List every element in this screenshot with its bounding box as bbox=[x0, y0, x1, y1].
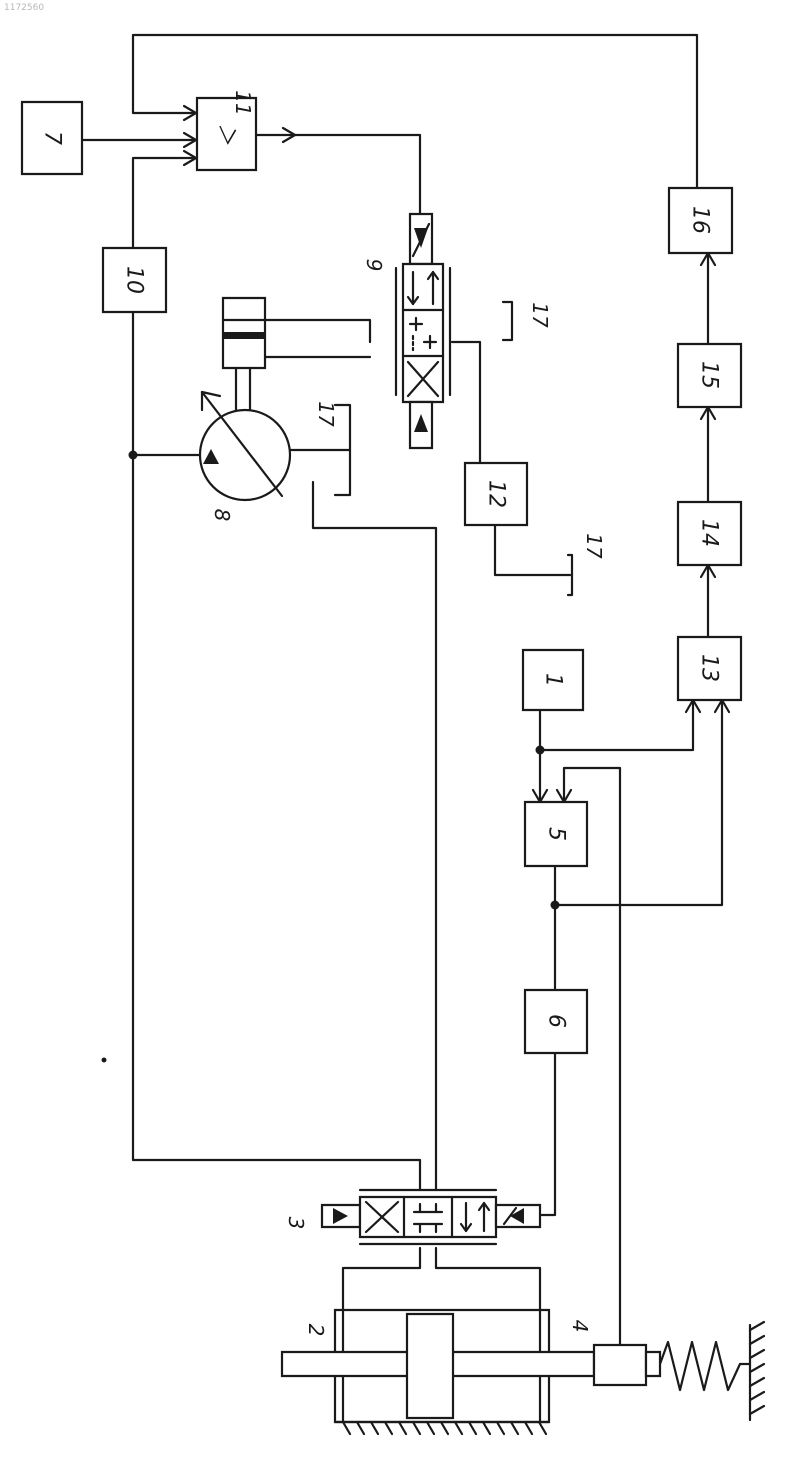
block-6-label: 6 bbox=[544, 1014, 569, 1028]
line-pump-to-3 bbox=[313, 482, 436, 1190]
line-9-to-12 bbox=[452, 342, 480, 463]
cylinder-2 bbox=[282, 1310, 764, 1434]
junction-pump bbox=[129, 451, 138, 460]
watermark: 1172560 bbox=[4, 3, 44, 13]
junction-1 bbox=[536, 746, 545, 755]
cylinder-ground-hatch bbox=[343, 1422, 546, 1434]
sensor-4 bbox=[594, 1345, 646, 1385]
label-3: 3 bbox=[284, 1217, 308, 1230]
junction-5 bbox=[551, 901, 560, 910]
label-17-block12: 17 bbox=[582, 533, 606, 559]
label-11: 11 bbox=[231, 90, 255, 115]
speck bbox=[102, 1058, 107, 1063]
valve-9 bbox=[396, 214, 450, 448]
block-15-label: 15 bbox=[697, 361, 722, 389]
block-1-label: 1 bbox=[541, 673, 566, 687]
connection-lines bbox=[82, 35, 722, 1345]
blocks bbox=[22, 98, 741, 1053]
block-14-label: 14 bbox=[697, 519, 722, 547]
block-12-label: 12 bbox=[484, 480, 509, 508]
wall-hatch bbox=[750, 1322, 764, 1414]
comparator-11-symbol: ＞ bbox=[214, 123, 239, 145]
block-10-label: 10 bbox=[122, 266, 147, 294]
pump-8 bbox=[200, 298, 290, 500]
pump-servo-piston bbox=[223, 332, 265, 339]
block-16-label: 16 bbox=[688, 206, 713, 234]
valve-3 bbox=[322, 1190, 540, 1244]
label-8: 8 bbox=[210, 509, 234, 522]
label-17-pump: 17 bbox=[314, 401, 338, 427]
line-3-to-cyl-a bbox=[343, 1248, 420, 1310]
valve-9-body bbox=[403, 264, 443, 402]
label-17-valve9: 17 bbox=[528, 302, 552, 328]
line-servo-top-to-9 bbox=[265, 320, 370, 342]
block-5-label: 5 bbox=[544, 827, 569, 841]
label-2: 2 bbox=[304, 1324, 328, 1337]
label-4: 4 bbox=[568, 1320, 592, 1333]
cylinder-piston bbox=[407, 1314, 453, 1418]
block-13-label: 13 bbox=[697, 654, 722, 682]
block-7-label: 7 bbox=[40, 131, 65, 145]
line-11-to-9 bbox=[256, 135, 420, 214]
sensor-4-end bbox=[646, 1352, 660, 1376]
tank-valve9 bbox=[503, 302, 512, 340]
line-3-to-cyl-b bbox=[436, 1248, 540, 1310]
label-9: 9 bbox=[362, 259, 386, 272]
line-12-to-tank bbox=[495, 525, 570, 575]
spring bbox=[660, 1342, 750, 1390]
line-6-to-3 bbox=[540, 1053, 555, 1215]
line-10-to-11 bbox=[133, 158, 196, 248]
